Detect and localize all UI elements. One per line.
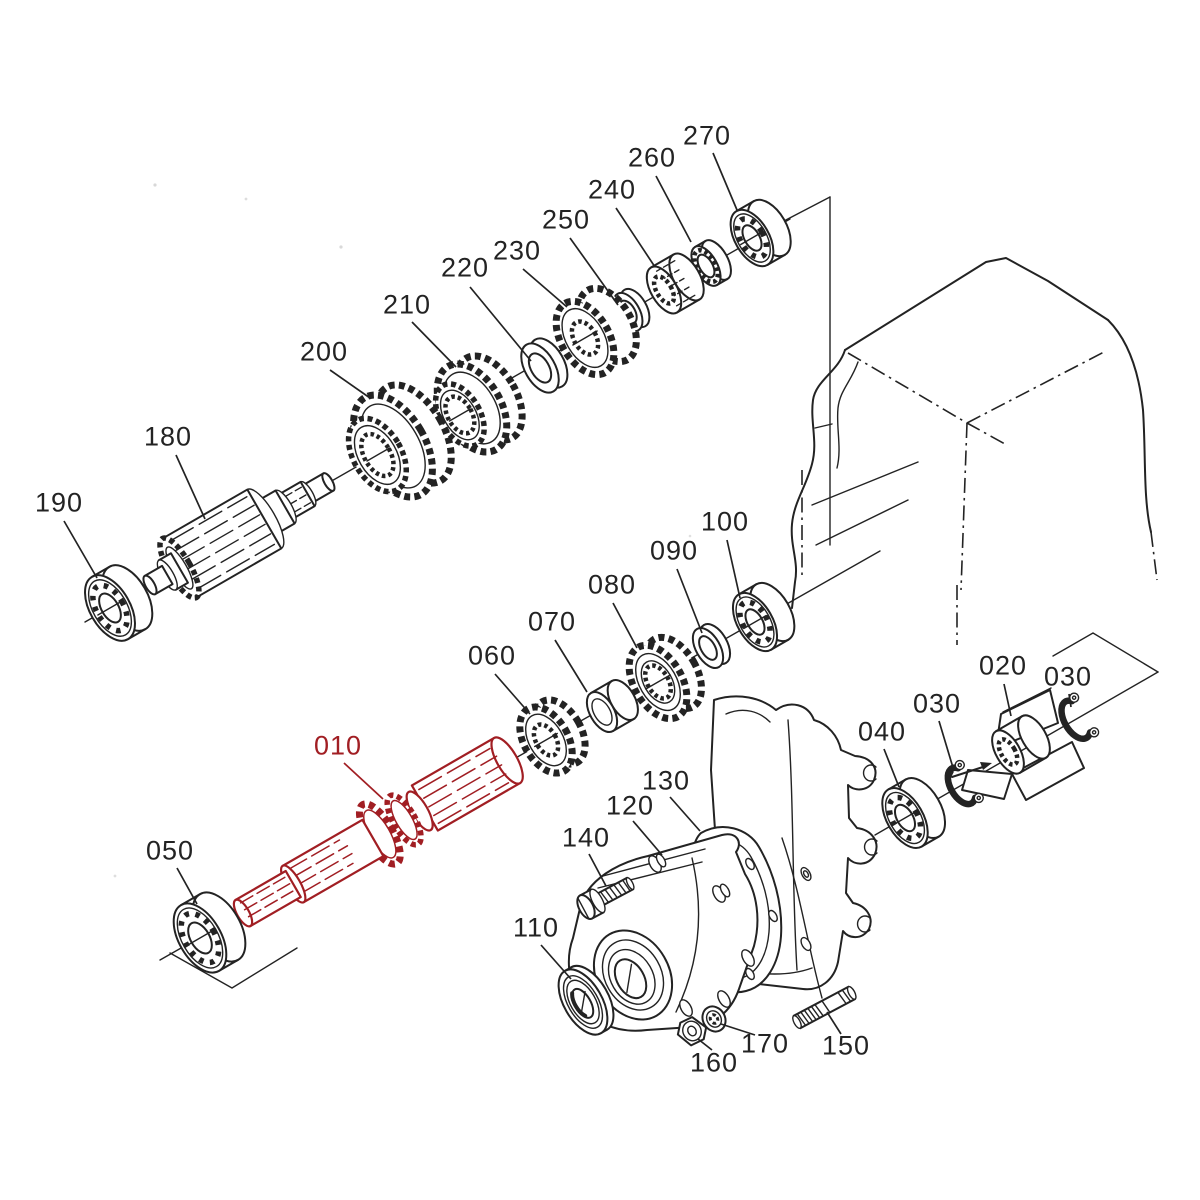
part-main-shaft-010-highlighted	[232, 736, 524, 928]
paper-specks	[113, 183, 692, 878]
callout-leader-220-5	[469, 286, 532, 362]
part-spline-shaft-180	[142, 472, 336, 601]
callout-leader-230-4	[522, 268, 568, 308]
callout-leader-120-21	[632, 820, 663, 856]
callout-leader-110-24	[540, 944, 572, 980]
callout-leader-150-27	[826, 1011, 842, 1035]
callout-leader-040-18	[883, 748, 900, 788]
callout-leader-090-11	[676, 568, 703, 634]
transmission-case-outline	[781, 196, 1158, 645]
part-gear-200	[345, 381, 455, 501]
callout-leader-240-2	[615, 207, 656, 268]
callout-leader-100-10	[726, 539, 741, 599]
callout-leader-070-13	[554, 639, 588, 693]
callout-leader-170-26	[720, 1023, 756, 1036]
callout-leader-130-20	[669, 796, 701, 832]
part-gear-080	[625, 633, 705, 723]
callout-leader-030-16	[1068, 693, 1072, 708]
callout-leader-190-9	[63, 520, 98, 579]
bolt-ear-hole	[862, 764, 877, 782]
callout-leader-020-15	[1003, 683, 1012, 717]
callout-leader-260-1	[655, 175, 692, 243]
part-snap-ring-030-left	[944, 759, 984, 808]
callout-leader-160-25	[697, 1038, 713, 1051]
part-bearing-270	[729, 198, 792, 268]
phantom-corner-v	[169, 947, 298, 989]
part-gear-060	[516, 696, 589, 777]
cover-foot-hole	[679, 999, 693, 1017]
callout-leader-140-23	[588, 853, 607, 887]
cover-bolt-tube	[712, 883, 731, 903]
callout-leader-200-7	[329, 369, 371, 399]
part-bearing-100	[731, 581, 796, 653]
coupling-flap	[1011, 741, 1085, 801]
callout-leader-250-3	[569, 237, 619, 306]
part-nut-170	[701, 1005, 727, 1033]
callout-leader-030-17	[938, 720, 955, 772]
callout-leader-010-19	[343, 762, 384, 800]
cover-bolt-tube	[741, 949, 755, 967]
bolt-ear-hole	[856, 915, 871, 933]
callout-leader-210-6	[411, 321, 457, 368]
callout-leader-270-0	[712, 152, 738, 211]
part-coupling-020	[948, 687, 1085, 801]
callout-leader-060-14	[494, 673, 531, 715]
part-washer-220	[520, 337, 569, 394]
cover-foot-hole	[717, 990, 731, 1008]
bolt-ear-hole	[863, 838, 878, 856]
part-bearing-040	[881, 777, 947, 849]
part-stud-150	[792, 985, 857, 1030]
part-washer-090	[691, 623, 732, 669]
coupling-flap	[961, 769, 1013, 800]
part-bearing-190	[84, 564, 154, 642]
cover-bolt-tube	[648, 853, 667, 873]
part-bolt-140	[576, 876, 635, 920]
callout-leader-lines	[63, 152, 1072, 1051]
phantom-corner-chevron	[1052, 632, 1159, 673]
callout-leader-050-22	[176, 867, 198, 905]
part-bushing-070	[585, 679, 639, 733]
callout-leader-080-12	[612, 602, 638, 649]
part-bearing-050	[172, 891, 247, 974]
cover-boss	[592, 929, 674, 1021]
callout-leader-180-8	[175, 454, 206, 520]
part-oil-seal-110	[557, 964, 615, 1036]
part-gear-230	[552, 284, 640, 379]
